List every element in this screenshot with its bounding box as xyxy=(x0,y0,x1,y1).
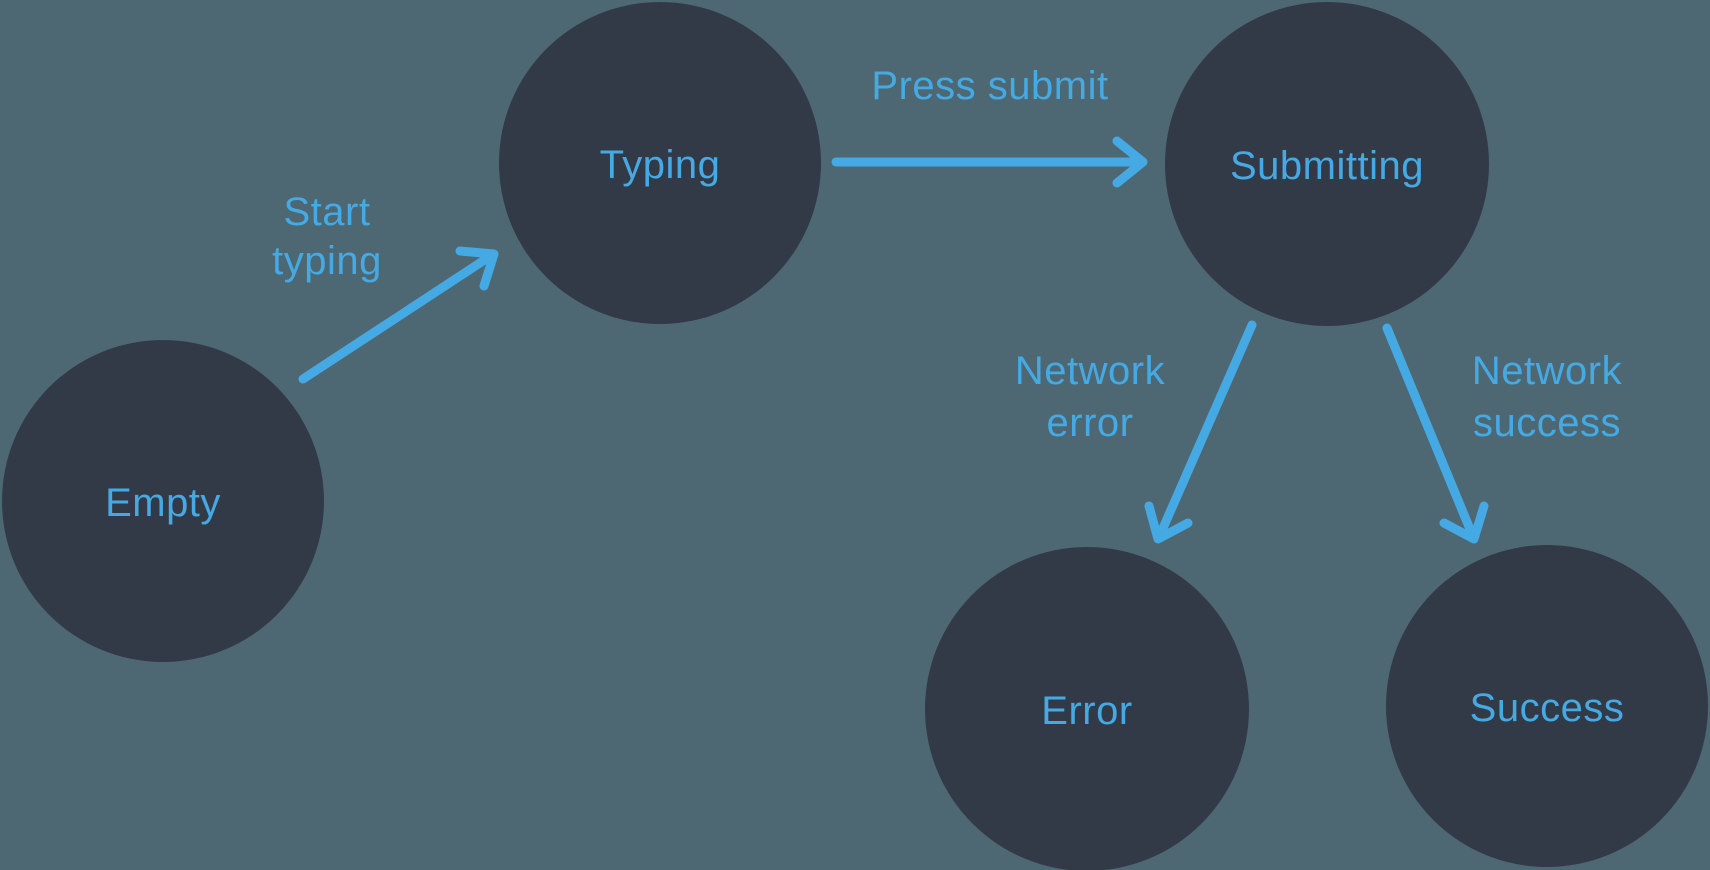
state-node-error: Error xyxy=(925,547,1249,870)
arrowhead-icon xyxy=(1112,136,1148,188)
edge-label-network-error-line1: Network xyxy=(1015,349,1166,393)
state-node-typing-circle xyxy=(499,2,821,324)
state-node-submitting-label: Submitting xyxy=(1230,144,1424,188)
state-node-submitting-circle xyxy=(1165,2,1489,326)
state-node-success-circle xyxy=(1386,545,1708,867)
edge-label-network-success-line1: Network xyxy=(1472,349,1623,393)
edge-label-start-typing-line2: typing xyxy=(272,239,382,283)
edge-submitting-to-error: Network error xyxy=(1015,320,1257,544)
edge-label-start-typing-line1: Start xyxy=(284,190,371,234)
edge-label-network-error-line2: error xyxy=(1047,401,1134,445)
state-node-empty-circle xyxy=(2,340,324,662)
edge-label-network-success-line2: success xyxy=(1473,401,1621,445)
state-node-empty: Empty xyxy=(2,340,324,662)
state-node-typing-label: Typing xyxy=(600,143,721,187)
arrowhead-icon xyxy=(1439,501,1489,544)
state-node-submitting: Submitting xyxy=(1165,2,1489,326)
arrowhead-icon xyxy=(1144,501,1193,544)
edge-submitting-to-success-shaft xyxy=(1382,323,1477,539)
edge-submitting-to-success: Network success xyxy=(1382,323,1623,544)
state-node-error-label: Error xyxy=(1041,689,1132,733)
state-node-success-label: Success xyxy=(1470,686,1625,730)
arrowhead-icon xyxy=(455,246,499,291)
state-node-empty-label: Empty xyxy=(105,481,221,525)
edge-submitting-to-error-shaft xyxy=(1155,320,1257,540)
edge-empty-to-typing: Start typing xyxy=(272,190,499,384)
state-node-typing: Typing xyxy=(499,2,821,324)
edge-typing-to-submitting: Press submit xyxy=(831,64,1148,188)
state-node-success: Success xyxy=(1386,545,1708,867)
edge-empty-to-typing-shaft xyxy=(298,252,494,384)
state-node-error-circle xyxy=(925,547,1249,870)
edge-label-press-submit: Press submit xyxy=(871,64,1108,108)
